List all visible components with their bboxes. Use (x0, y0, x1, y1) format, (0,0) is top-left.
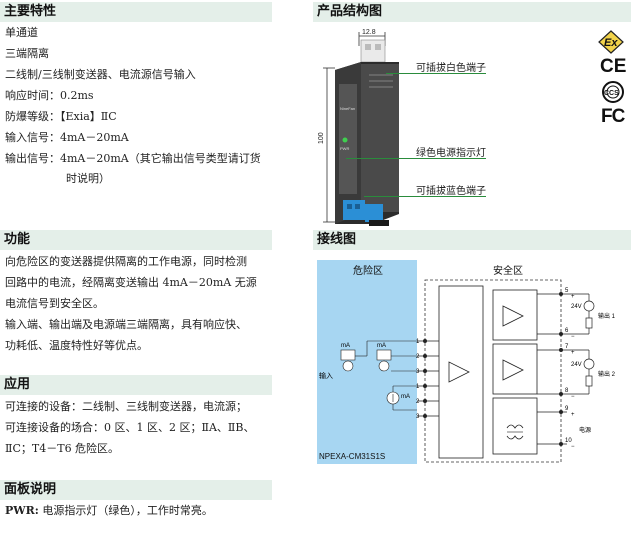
output2-label: 输出 2 (598, 370, 616, 378)
product-structure-figure: 12.8 100 NineFan PWR (318, 29, 399, 226)
section-wiring-heading: 接线图 (313, 230, 631, 250)
terminal-left: 1 (416, 339, 420, 345)
ex-cert-icon: Ex (598, 30, 624, 54)
model-label: NPEXA-CM31S1S (319, 452, 385, 461)
terminal-right: 7 (565, 344, 569, 350)
terminal-right: 10 (565, 438, 572, 444)
callout-power-led: 绿色电源指示灯 (416, 148, 486, 159)
ccs-cert-icon: CCS (602, 81, 624, 103)
pwr-led (342, 137, 348, 143)
function-line: 电流信号到安全区。 (5, 297, 104, 310)
terminal-right: 9 (565, 406, 569, 412)
terminal-right: 6 (565, 328, 569, 334)
polarity-mark: + (571, 412, 575, 418)
feature-line: 二线制/三线制变送器、电流源信号输入 (5, 68, 196, 81)
callout-line-led (346, 158, 486, 159)
fcc-cert-icon: FC (601, 106, 625, 127)
terminal-left: 2 (416, 399, 420, 405)
terminal-right: 5 (565, 288, 569, 294)
panel-pwr-text: 电源指示灯（绿色），工作时常亮。 (42, 504, 213, 517)
section-function-heading: 功能 (0, 230, 272, 250)
input-label: 输入 (319, 371, 333, 380)
device-pwr-text: PWR (340, 146, 349, 151)
terminal-left: 1 (416, 384, 420, 390)
section-structure-heading: 产品结构图 (313, 2, 631, 22)
function-line: 功耗低、温度特性好等优点。 (5, 339, 148, 352)
function-line: 输入端、输出端及电源端三端隔离，具有响应快、 (5, 318, 247, 331)
terminal-right: 8 (565, 388, 569, 394)
application-line: ⅡC；T4－T6 危险区。 (5, 442, 120, 455)
v24-label-1: 24V (571, 304, 582, 310)
current-source-icon (386, 391, 400, 405)
ma-label-1: mA (341, 343, 350, 349)
callout-blue-terminal: 可插拔蓝色端子 (416, 186, 486, 197)
function-line: 回路中的电流，经隔离变送输出 4mA－20mA 无源 (5, 276, 257, 289)
section-features-heading: 主要特性 (0, 2, 272, 22)
feature-line: 时说明） (66, 172, 110, 185)
svg-text:CCS: CCS (604, 90, 619, 97)
output1-label: 输出 1 (598, 312, 616, 320)
v24-label-2: 24V (571, 362, 582, 368)
panel-pwr-label: PWR: (5, 504, 39, 517)
hazard-zone (317, 260, 417, 464)
transmitter-2wire-icon (340, 349, 356, 372)
polarity-mark: − (571, 394, 575, 400)
terminal-left: 3 (416, 369, 420, 375)
device-brand-text: NineFan (340, 106, 355, 111)
callout-white-terminal: 可插拔白色端子 (416, 63, 486, 74)
polarity-mark: + (571, 350, 575, 356)
feature-line: 输入信号：4mA－20mA (5, 131, 129, 144)
polarity-mark: − (571, 444, 575, 450)
terminal-left: 3 (416, 414, 420, 420)
feature-line: 防爆等级：【Exia】ⅡC (5, 110, 117, 123)
panel-line: PWR: 电源指示灯（绿色），工作时常亮。 (5, 504, 213, 518)
hazard-zone-label: 危险区 (353, 264, 383, 277)
safe-zone-label: 安全区 (493, 264, 523, 277)
wiring-diagram: 危险区 NPEXA-CM31S1S 安全区 1 2 3 1 2 3 5 6 7 … (317, 260, 616, 464)
section-panel-heading: 面板说明 (0, 480, 272, 500)
transmitter-3wire-icon (376, 349, 392, 372)
feature-line: 输出信号：4mA－20mA（其它输出信号类型请订货 (5, 152, 261, 165)
callout-line-blue-terminal (364, 196, 486, 197)
polarity-mark: − (571, 334, 575, 340)
dim-top-label: 12.8 (362, 29, 376, 36)
terminal-left: 2 (416, 354, 420, 360)
svg-text:Ex: Ex (604, 37, 618, 49)
application-line: 可连接的设备：二线制、三线制变送器，电流源； (5, 400, 247, 413)
application-line: 可连接设备的场合：0 区、1 区、2 区；ⅡA、ⅡB、 (5, 421, 255, 434)
ce-cert-icon: CE (600, 56, 627, 77)
function-line: 向危险区的变送器提供隔离的工作电源，同时检测 (5, 255, 247, 268)
ma-label-3: mA (401, 394, 410, 400)
callout-line-white-terminal (386, 73, 486, 74)
feature-line: 三端隔离 (5, 47, 49, 60)
power-label: 电源 (579, 426, 591, 434)
polarity-mark: + (571, 294, 575, 300)
ma-label-2: mA (377, 343, 386, 349)
dim-side-label: 100 (318, 132, 325, 144)
feature-line: 单通道 (5, 26, 38, 39)
feature-line: 响应时间：0.2ms (5, 89, 94, 102)
section-application-heading: 应用 (0, 375, 272, 395)
